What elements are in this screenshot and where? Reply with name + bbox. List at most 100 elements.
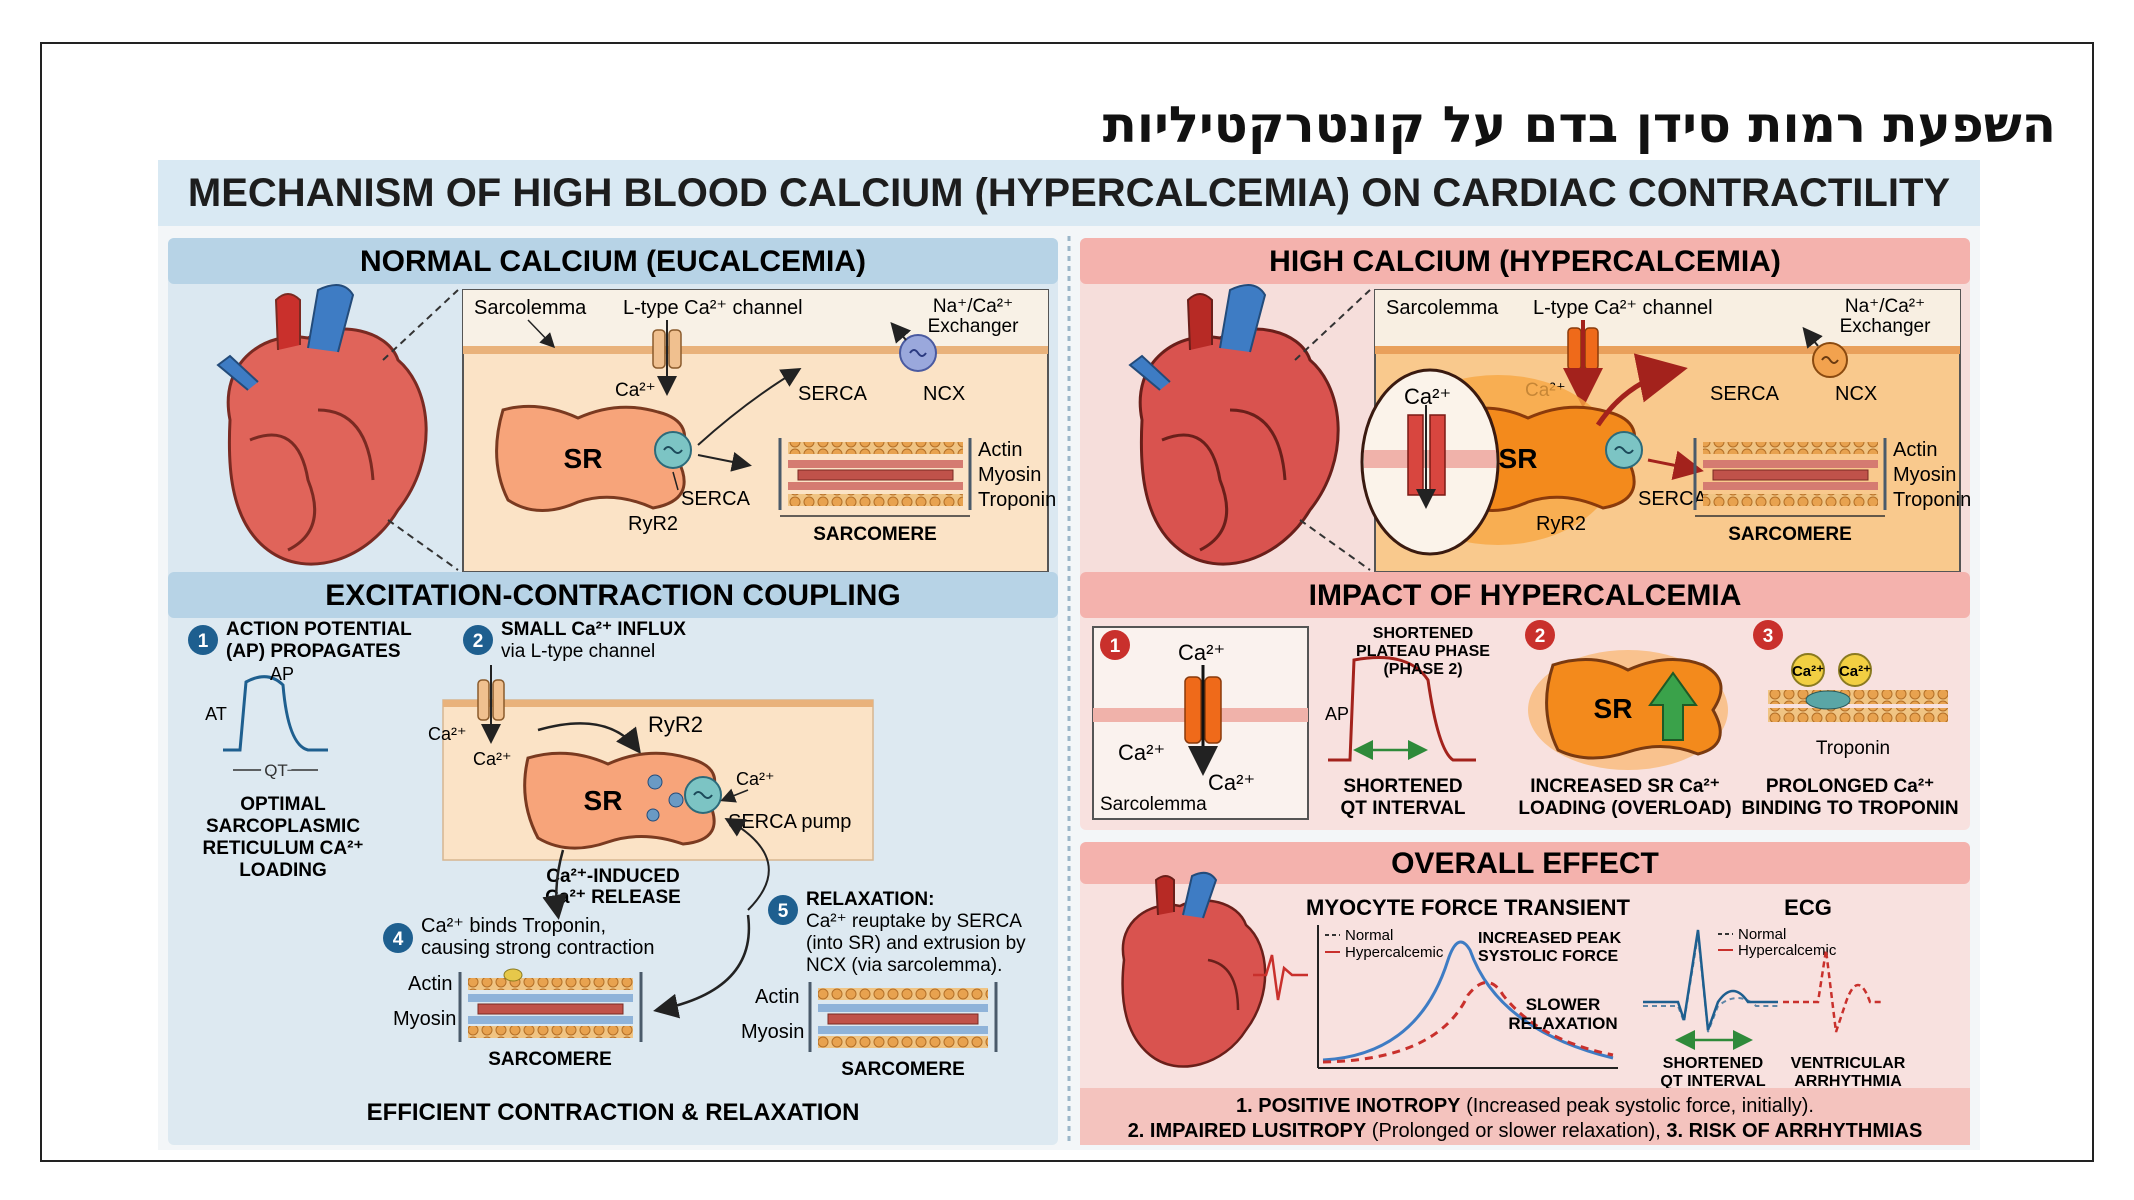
impact-panel: IMPACT OF HYPERCALCEMIA 1 Ca²⁺ Ca²⁺ Ca²⁺… xyxy=(1080,572,1970,830)
ec-actin-b: Actin xyxy=(755,986,799,1008)
ec-actin-a: Actin xyxy=(408,973,452,995)
high-ryr2-label: RyR2 xyxy=(1536,513,1586,535)
serca-pump-icon xyxy=(1605,431,1643,469)
force-curve-hyper xyxy=(1322,940,1614,1062)
impact-ap-label: AP xyxy=(1325,704,1349,724)
at-label: AT xyxy=(205,704,227,724)
high-panel-header: HIGH CALCIUM (HYPERCALCEMIA) xyxy=(1269,245,1781,278)
force-chart-title: MYOCYTE FORCE TRANSIENT xyxy=(1306,895,1630,920)
optimal-line3: RETICULUM CA²⁺ xyxy=(203,838,364,859)
summary1-bold: 1. POSITIVE INOTROPY xyxy=(1236,1095,1461,1117)
normal-channel-label: L-type Ca²⁺ channel xyxy=(623,297,803,319)
impact-sr-line1: INCREASED SR Ca²⁺ xyxy=(1530,776,1720,797)
ec-panel-header: EXCITATION-CONTRACTION COUPLING xyxy=(325,579,901,612)
calcium-channel-icon xyxy=(477,679,505,721)
step-5-line1: RELAXATION: xyxy=(806,889,934,910)
heart-icon xyxy=(1128,284,1340,566)
impact-sr-shape xyxy=(1545,658,1723,760)
optimal-line4: LOADING xyxy=(239,860,327,881)
step-2-line1: SMALL Ca²⁺ INFLUX xyxy=(501,619,686,640)
impact-panel-header: IMPACT OF HYPERCALCEMIA xyxy=(1309,579,1742,612)
ap-waveform xyxy=(223,675,328,752)
normal-sr-label: SR xyxy=(564,443,603,474)
ecg-normal-trace xyxy=(1643,929,1778,1031)
step-5-line3: (into SR) and extrusion by xyxy=(806,933,1026,954)
shortened-ap-waveform xyxy=(1328,656,1476,762)
poster-title: MECHANISM OF HIGH BLOOD CALCIUM (HYPERCA… xyxy=(188,171,1950,215)
high-ca-inset-label: Ca²⁺ xyxy=(1404,384,1451,409)
impact-qt-line2: QT INTERVAL xyxy=(1341,798,1466,819)
infographic-svg: MECHANISM OF HIGH BLOOD CALCIUM (HYPERCA… xyxy=(158,160,1980,1145)
ecg-qt-line2: QT INTERVAL xyxy=(1660,1073,1765,1090)
impact-sr-label: SR xyxy=(1594,693,1633,724)
plateau-line3: (PHASE 2) xyxy=(1383,661,1462,678)
high-exchanger-label-1: Na⁺/Ca²⁺ xyxy=(1845,296,1925,317)
ncx-exchanger-icon xyxy=(1812,342,1848,378)
plateau-line1: SHORTENED xyxy=(1373,625,1473,642)
ec-sr-shape xyxy=(523,751,717,850)
peak-line2: SYSTOLIC FORCE xyxy=(1478,948,1618,965)
high-exchanger-label-2: Exchanger xyxy=(1840,316,1932,337)
summary2-bold: 2. IMPAIRED LUSITROPY xyxy=(1128,1120,1367,1142)
ec-ca-c: Ca²⁺ xyxy=(736,769,775,789)
slide-title: השפעת רמות סידן בדם על קונטרקטיליות xyxy=(1102,96,2056,154)
step-5-badge xyxy=(768,895,798,925)
step-4-number: 4 xyxy=(393,929,404,950)
ecg-legend-normal: Normal xyxy=(1738,926,1786,943)
impact-2-number: 2 xyxy=(1535,626,1546,647)
overall-effect-panel: OVERALL EFFECT MYOCYTE FORCE TRANSIENT N… xyxy=(1080,842,1970,1145)
step-1-line1: ACTION POTENTIAL xyxy=(226,619,412,640)
ecg-arrhythmia-trace xyxy=(1783,949,1883,1033)
ec-sarcomere-a-label: SARCOMERE xyxy=(488,1049,612,1070)
impact-trop-line1: PROLONGED Ca²⁺ xyxy=(1766,776,1934,797)
calcium-channel-icon xyxy=(652,329,682,369)
heart-icon xyxy=(216,284,428,566)
serca-pump-icon xyxy=(654,431,692,469)
normal-exchanger-label-2: Exchanger xyxy=(928,316,1020,337)
ncx-exchanger-icon xyxy=(899,334,937,372)
high-sr-label: SR xyxy=(1499,443,1538,474)
normal-panel-header: NORMAL CALCIUM (EUCALCEMIA) xyxy=(360,245,866,278)
normal-serca-top-label: SERCA xyxy=(798,383,868,405)
high-ncx-label: NCX xyxy=(1835,383,1877,405)
slide-frame xyxy=(40,42,2094,1162)
high-sarcomere-diagram xyxy=(1693,438,1887,517)
qt-label: QT xyxy=(264,761,288,780)
force-curve-normal xyxy=(1322,981,1614,1064)
ecg-qt-line1: SHORTENED xyxy=(1663,1055,1763,1072)
step-1-line2: (AP) PROPAGATES xyxy=(226,641,401,662)
impact-ca-bottom: Ca²⁺ xyxy=(1208,770,1255,795)
peak-line1: INCREASED PEAK xyxy=(1478,930,1622,947)
summary-line2: 2. IMPAIRED LUSITROPY (Prolonged or slow… xyxy=(1128,1120,1923,1142)
plateau-line2: PLATEAU PHASE xyxy=(1356,643,1490,660)
high-sarcomere-label: SARCOMERE xyxy=(1728,524,1852,545)
normal-actin-label: Actin xyxy=(978,439,1022,461)
impact-ca-top: Ca²⁺ xyxy=(1178,640,1225,665)
impact-3-number: 3 xyxy=(1763,626,1774,647)
step-2-number: 2 xyxy=(473,631,484,652)
poster-title-bar xyxy=(158,160,1980,226)
infographic-poster: MECHANISM OF HIGH BLOOD CALCIUM (HYPERCA… xyxy=(158,160,1980,1150)
impact-1-number: 1 xyxy=(1110,636,1121,657)
optimal-line2: SARCOPLASMIC xyxy=(206,816,360,837)
high-calcium-panel: HIGH CALCIUM (HYPERCALCEMIA) Sarcolemma … xyxy=(1080,238,1971,640)
ec-coupling-panel: EXCITATION-CONTRACTION COUPLING 1 ACTION… xyxy=(168,572,1058,1145)
impact-sarcolemma: Sarcolemma xyxy=(1100,794,1207,815)
impact-sr-line2: LOADING (OVERLOAD) xyxy=(1518,798,1731,819)
high-serca-top-label: SERCA xyxy=(1710,383,1780,405)
summary2-end: 3. RISK OF ARRHYTHMIAS xyxy=(1666,1120,1922,1142)
optimal-line1: OPTIMAL xyxy=(240,794,326,815)
ec-ca-a: Ca²⁺ xyxy=(428,724,467,744)
ecg-va-line2: ARRHYTHMIA xyxy=(1794,1073,1902,1090)
high-actin-label: Actin xyxy=(1893,439,1937,461)
high-troponin-label: Troponin xyxy=(1893,489,1971,511)
calcium-bead-icon xyxy=(1791,653,1872,687)
ec-ryr2-label: RyR2 xyxy=(648,712,703,737)
ec-sarcomere-a xyxy=(458,968,643,1042)
cicr-line1: Ca²⁺-INDUCED xyxy=(546,866,680,887)
ec-ca-b: Ca²⁺ xyxy=(473,749,512,769)
normal-sarcolemma-label: Sarcolemma xyxy=(474,297,587,319)
normal-troponin-label: Troponin xyxy=(978,489,1056,511)
heart-icon xyxy=(1121,871,1267,1068)
summary1-rest: (Increased peak systolic force, initiall… xyxy=(1461,1095,1814,1117)
